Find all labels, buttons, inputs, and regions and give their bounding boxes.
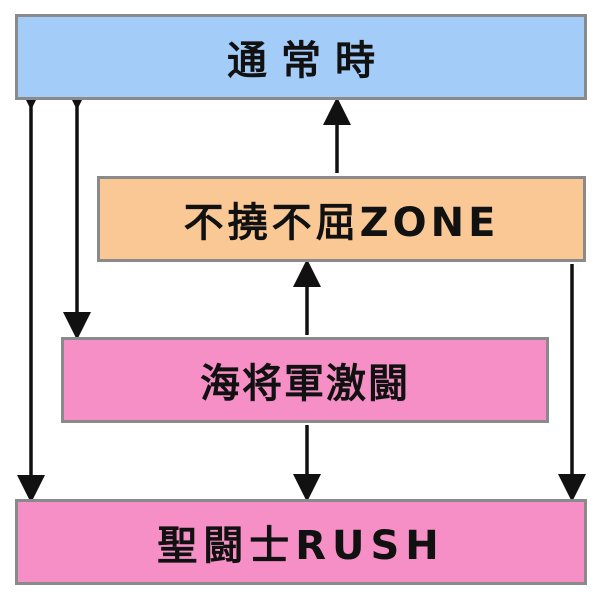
node-zone: 不撓不屈ZONE — [97, 176, 586, 262]
node-general-battle: 海将軍激闘 — [61, 337, 549, 423]
node-rush: 聖闘士RUSH — [15, 499, 587, 585]
node-normal-state: 通常時 — [15, 14, 587, 100]
